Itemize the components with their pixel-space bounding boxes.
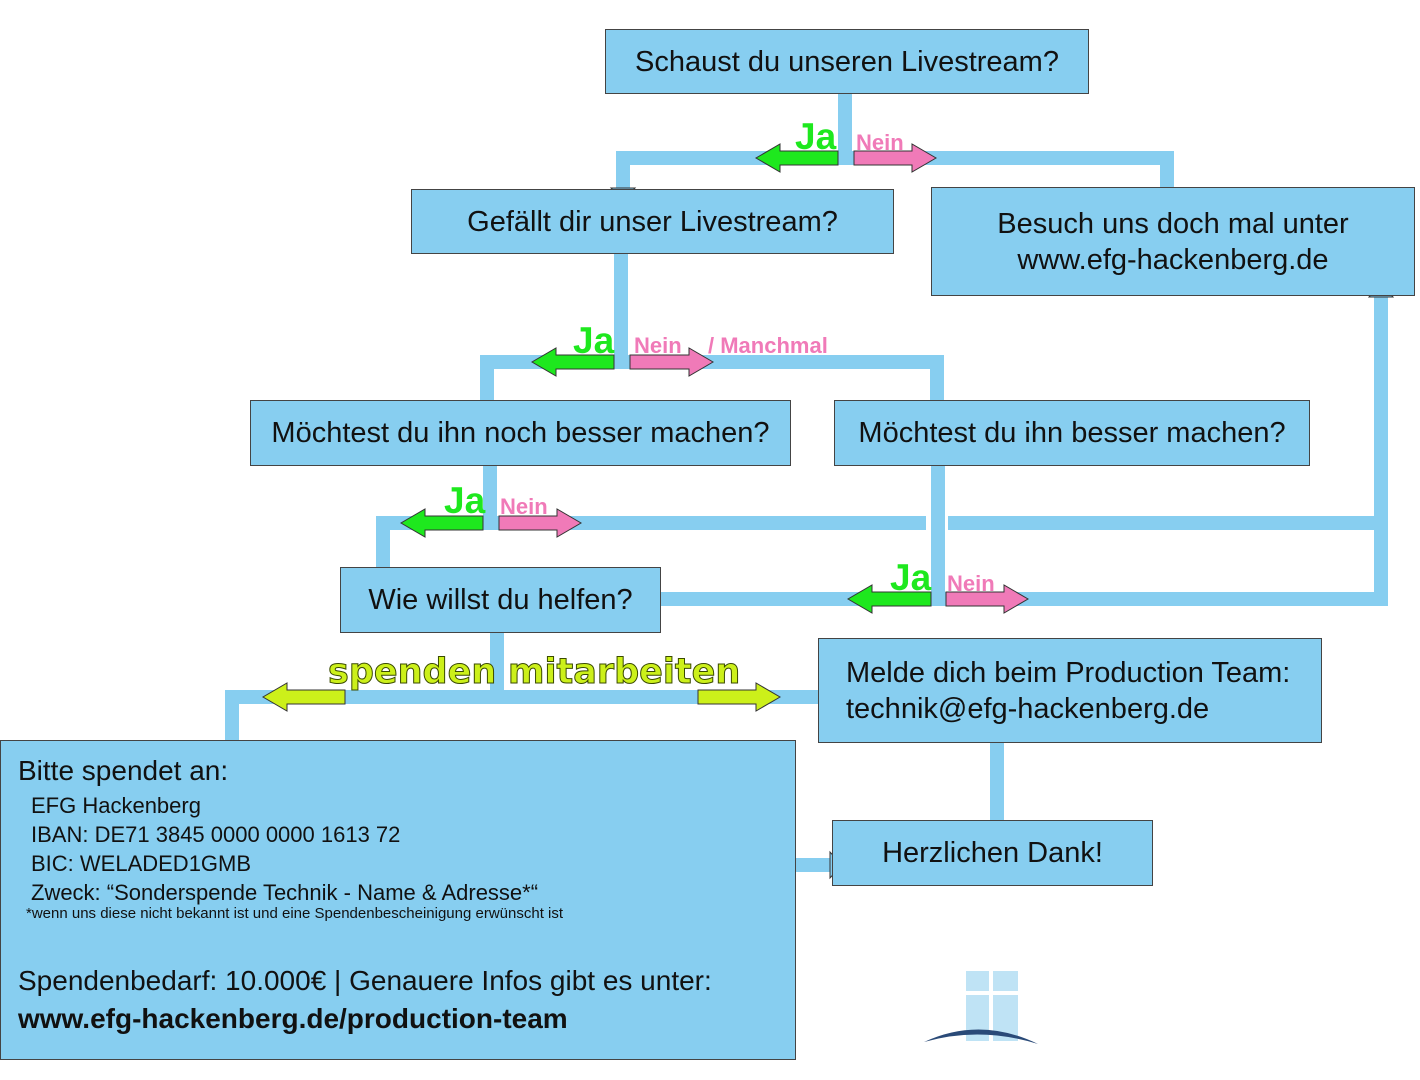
sometimes-label: / Manchmal [708,333,828,358]
donation-footnote: *wenn uns diese nicht bekannt ist und ei… [26,905,564,922]
donation-bic: BIC: WELADED1GMB [31,851,252,876]
yes-label: Ja [444,480,486,521]
yes-label: Ja [795,116,837,157]
no-label: Nein [634,333,682,358]
node-like-livestream: Gefällt dir unser Livestream? [411,189,894,254]
no-arrow [498,508,582,538]
yes-label: Ja [573,320,615,361]
yes-arrow [755,143,839,173]
node-improve-more: Möchtest du ihn noch besser machen? [250,400,791,466]
donation-iban: IBAN: DE71 3845 0000 0000 1613 72 [31,822,401,847]
donation-info-box: Bitte spendet an: EFG Hackenberg IBAN: D… [0,740,796,1060]
node-text: Schaust du unseren Livestream? [635,45,1059,78]
node-text: Gefällt dir unser Livestream? [467,205,838,238]
node-text: Melde dich beim Production Team: [846,656,1291,689]
donation-need: Spendenbedarf: 10.000€ | Genauere Infos … [18,965,712,996]
node-text: Herzlichen Dank! [882,837,1103,869]
node-contact-team: Melde dich beim Production Team: technik… [818,638,1322,743]
node-text: Wie willst du helfen? [368,584,633,616]
donate-option-label: spenden [327,652,497,693]
node-text: Besuch uns doch mal unter [997,207,1349,240]
node-text: Möchtest du ihn noch besser machen? [271,417,770,449]
donation-purpose: Zweck: “Sonderspende Technik - Name & Ad… [31,880,539,905]
yes-arrow [847,584,932,614]
no-label: Nein [856,130,904,155]
node-improve: Möchtest du ihn besser machen? [834,400,1310,466]
node-thanks: Herzlichen Dank! [832,820,1153,886]
no-arrow [945,584,1029,614]
yes-label: Ja [890,557,932,598]
no-arrow [629,347,714,377]
donate-arrow [262,682,346,712]
church-window-logo-icon [924,971,1038,1044]
contact-email: technik@efg-hackenberg.de [846,692,1210,725]
donation-recipient: EFG Hackenberg [31,793,201,818]
no-label: Nein [500,494,548,519]
work-arrow [697,682,781,712]
donation-heading: Bitte spendet an: [18,755,229,786]
donation-url: www.efg-hackenberg.de/production-team [18,1003,568,1034]
yes-arrow [531,347,615,377]
yes-arrow [400,508,484,538]
website-link: www.efg-hackenberg.de [1017,243,1329,276]
work-option-label: mitarbeiten [507,652,741,693]
no-arrow [853,143,937,173]
node-how-help: Wie willst du helfen? [340,567,661,633]
no-label: Nein [947,571,995,596]
node-text: Möchtest du ihn besser machen? [858,417,1286,449]
node-watch-livestream: Schaust du unseren Livestream? [605,29,1089,94]
node-visit-website: Besuch uns doch mal unter www.efg-hacken… [931,187,1415,296]
